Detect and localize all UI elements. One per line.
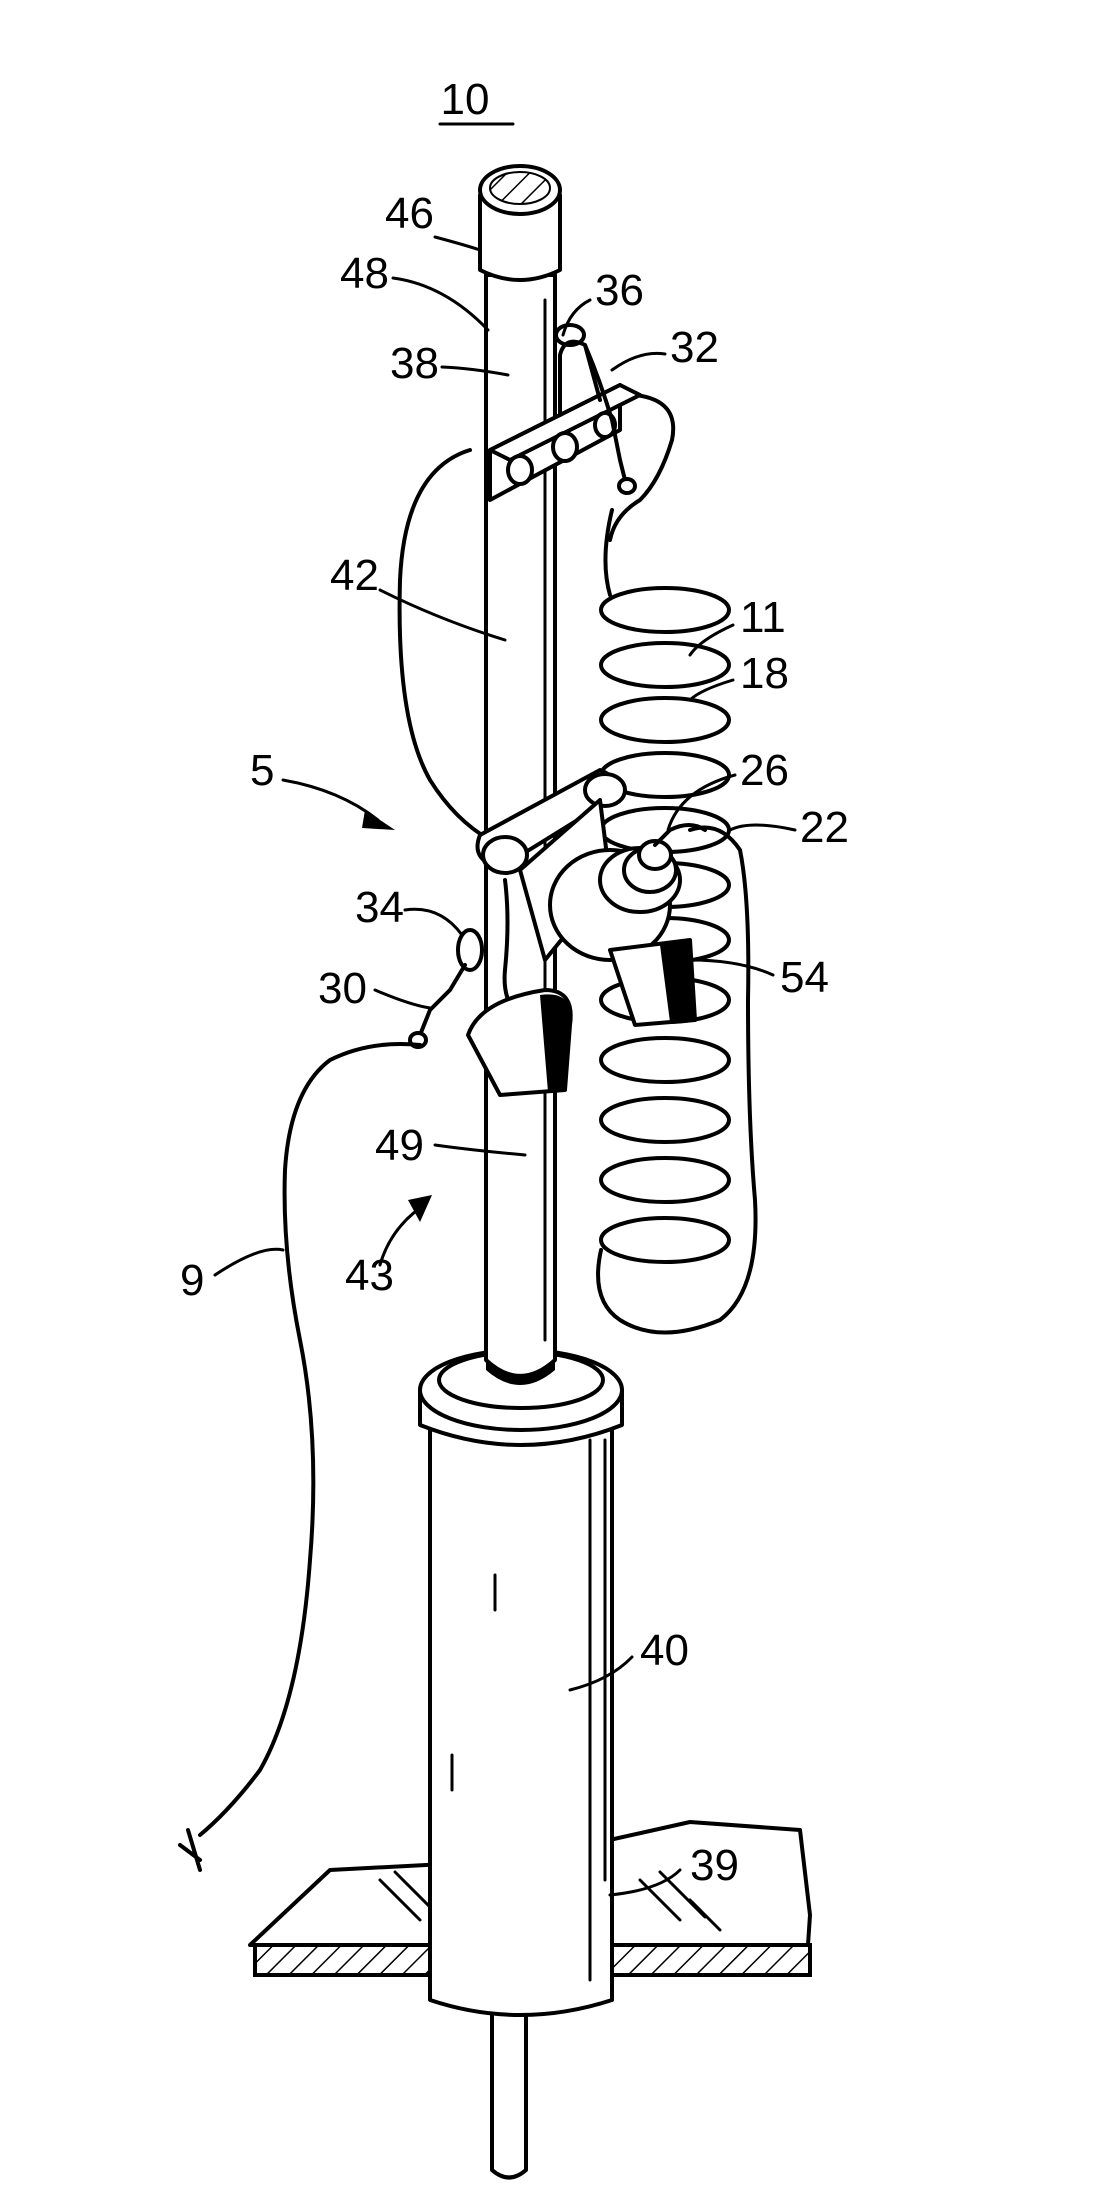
label-40: 40 — [640, 1626, 689, 1675]
label-11: 11 — [740, 593, 786, 642]
label-43: 43 — [345, 1251, 394, 1300]
label-30: 30 — [318, 964, 367, 1013]
label-5: 5 — [250, 746, 274, 795]
label-48: 48 — [340, 249, 389, 298]
label-18: 18 — [740, 649, 789, 698]
label-38: 38 — [390, 339, 439, 388]
label-22: 22 — [800, 803, 849, 852]
label-49: 49 — [375, 1121, 424, 1170]
label-36: 36 — [595, 266, 644, 315]
post-bottom-stub — [492, 2000, 526, 2178]
label-26: 26 — [740, 746, 789, 795]
figure-number: 10 — [441, 75, 490, 124]
label-54: 54 — [780, 953, 829, 1002]
top-cap — [480, 166, 560, 280]
label-32: 32 — [670, 323, 719, 372]
lower-cylinder — [430, 1400, 612, 2015]
label-34: 34 — [355, 883, 404, 932]
label-46: 46 — [385, 189, 434, 238]
cable-upper-loop — [400, 450, 490, 840]
cable-end — [180, 1830, 200, 1870]
label-39: 39 — [690, 1841, 739, 1890]
right-bracket — [610, 940, 695, 1025]
label-9: 9 — [180, 1256, 204, 1305]
label-42: 42 — [330, 551, 379, 600]
